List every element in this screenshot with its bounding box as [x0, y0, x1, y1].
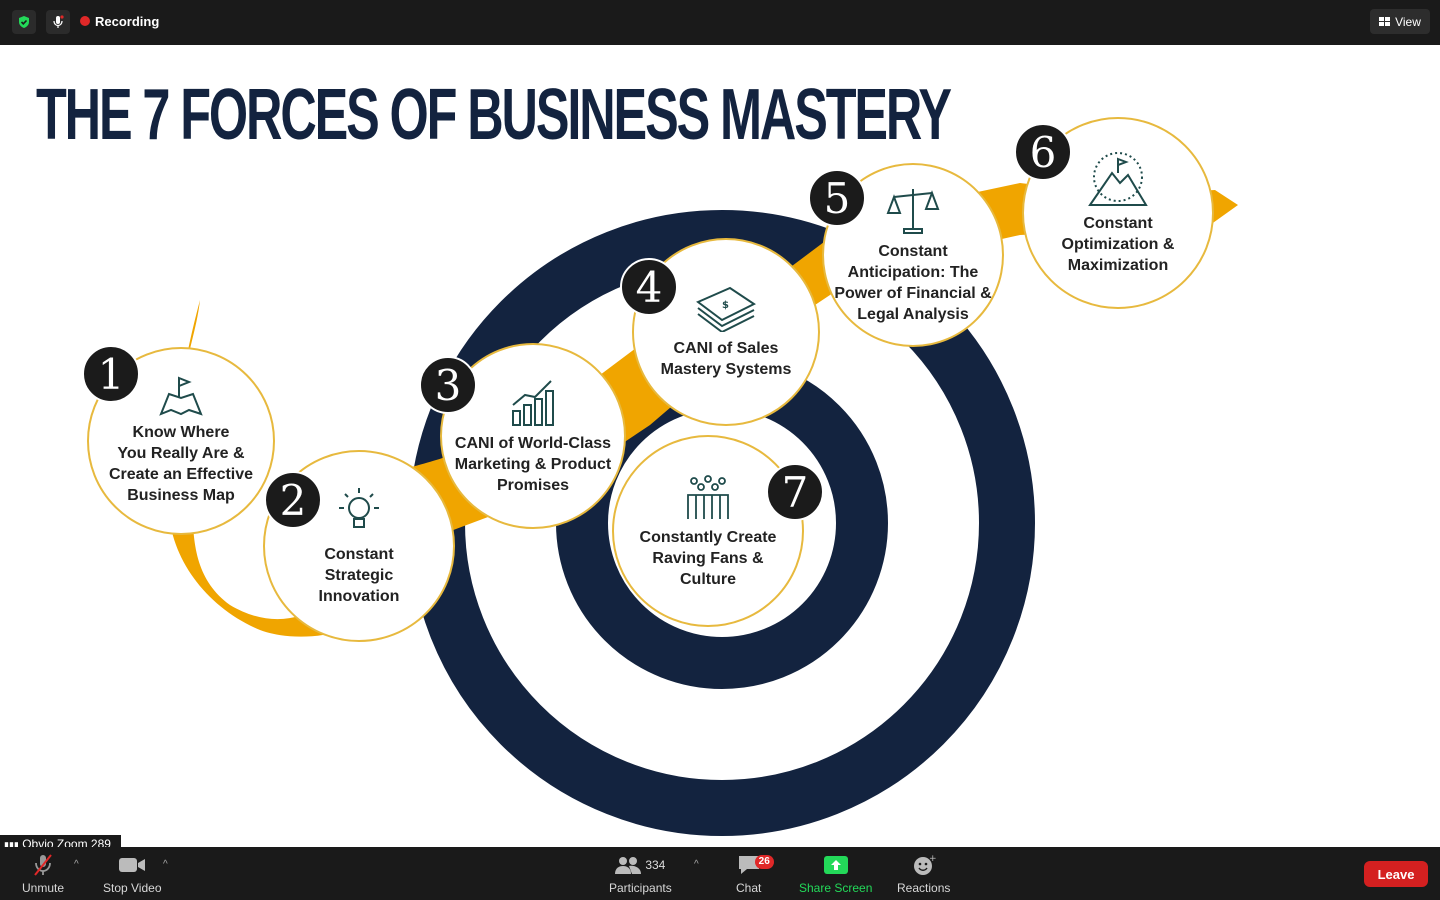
video-options-chevron-icon[interactable]: ^ — [163, 859, 168, 870]
chat-label: Chat — [736, 881, 762, 895]
force-3-line-3: Promises — [496, 476, 570, 494]
share-screen-button[interactable]: Share Screen — [799, 853, 872, 895]
scales-icon — [886, 189, 940, 234]
force-7-line-2: Raving Fans & — [652, 549, 764, 567]
force-6-label: Constant Optimization & Maximization — [1062, 213, 1175, 276]
reactions-smiley-icon: + — [913, 854, 936, 875]
force-1-label: Know Where You Really Are & Create an Ef… — [109, 422, 253, 506]
reactions-label: Reactions — [897, 881, 951, 895]
chat-button[interactable]: 26 Chat — [736, 853, 774, 895]
force-4-label: CANI of Sales Mastery Systems — [661, 338, 792, 380]
force-2-line-1: Constant — [324, 545, 394, 563]
force-4-line-2: Mastery Systems — [660, 361, 792, 378]
money-stack-icon: $ — [696, 286, 756, 332]
participant-nameplate: ▮▮▮ Obvio Zoom 289 — [0, 835, 121, 847]
svg-text:+: + — [929, 854, 936, 864]
participants-options-chevron-icon[interactable]: ^ — [694, 859, 699, 870]
view-label: View — [1395, 14, 1421, 29]
audio-status-icon[interactable] — [46, 10, 70, 34]
view-button[interactable]: View — [1370, 9, 1430, 34]
force-1-circle: Know Where You Really Are & Create an Ef… — [87, 347, 275, 535]
participant-name: Obvio Zoom 289 — [22, 837, 111, 847]
force-1-line-1: Know Where — [132, 424, 230, 441]
video-camera-icon — [119, 858, 146, 872]
stop-video-button[interactable]: Stop Video — [103, 853, 162, 895]
recording-indicator[interactable]: Recording — [76, 10, 159, 32]
participants-button[interactable]: 334 Participants — [609, 853, 672, 895]
growth-chart-icon — [512, 379, 554, 426]
force-6-line-1: Constant — [1083, 214, 1153, 232]
force-2-label: Constant Strategic Innovation — [319, 544, 400, 607]
force-3-line-1: CANI of World-Class — [454, 434, 612, 452]
force-1-line-2: You Really Are & — [117, 445, 245, 462]
force-7-circle: Constantly Create Raving Fans & Culture — [612, 435, 804, 627]
lightbulb-icon — [339, 487, 379, 528]
force-2-line-3: Innovation — [318, 587, 400, 605]
meeting-top-bar: Recording View — [0, 0, 1440, 45]
chat-bubble-icon — [738, 856, 759, 874]
grid-view-icon — [1379, 16, 1391, 26]
security-shield-icon[interactable] — [12, 10, 36, 34]
force-5-line-4: Legal Analysis — [857, 306, 969, 323]
chat-unread-badge: 26 — [754, 855, 774, 869]
unmute-button[interactable]: Unmute — [22, 853, 64, 895]
force-3-label: CANI of World-Class Marketing & Product … — [455, 433, 611, 496]
force-4-line-1: CANI of Sales — [673, 340, 779, 357]
stop-video-label: Stop Video — [103, 881, 162, 895]
reactions-button[interactable]: + Reactions — [897, 853, 950, 895]
force-3-line-2: Marketing & Product — [454, 455, 612, 473]
slide-title: THE 7 FORCES OF BUSINESS MASTERY — [36, 75, 952, 155]
force-2-line-2: Strategic — [324, 566, 394, 584]
signal-bars-icon: ▮▮▮ — [4, 840, 19, 847]
participants-label: Participants — [609, 881, 672, 895]
share-screen-label: Share Screen — [799, 881, 873, 895]
force-6-number: 6 — [1014, 123, 1072, 181]
force-1-number: 1 — [82, 345, 140, 403]
force-6-line-3: Maximization — [1067, 256, 1169, 274]
recording-label: Recording — [95, 13, 160, 29]
force-7-line-3: Culture — [679, 570, 736, 588]
mountain-flag-icon — [1088, 151, 1148, 206]
force-6-line-2: Optimization & — [1061, 235, 1175, 253]
force-7-number: 7 — [766, 463, 824, 521]
force-7-line-1: Constantly Create — [639, 528, 777, 546]
force-5-label: Constant Anticipation: The Power of Fina… — [834, 241, 991, 325]
force-5-line-3: Power of Financial & — [834, 285, 992, 302]
map-flag-icon — [159, 376, 203, 416]
muted-mic-icon — [34, 854, 52, 876]
participants-icon — [615, 857, 642, 874]
force-3-number: 3 — [419, 356, 477, 414]
force-1-line-4: Business Map — [127, 487, 235, 504]
people-group-icon — [687, 474, 729, 519]
shared-slide: THE 7 FORCES OF BUSINESS MASTERY Know Wh… — [0, 45, 1440, 847]
force-5-line-2: Anticipation: The — [847, 264, 979, 281]
leave-button[interactable]: Leave — [1364, 861, 1428, 887]
meeting-toolbar: Unmute ^ Stop Video ^ 334 Participants ^… — [0, 847, 1440, 900]
svg-text:$: $ — [722, 300, 729, 311]
force-5-number: 5 — [808, 169, 866, 227]
force-2-number: 2 — [264, 471, 322, 529]
force-7-label: Constantly Create Raving Fans & Culture — [640, 527, 777, 590]
participants-count: 334 — [645, 858, 666, 872]
unmute-label: Unmute — [22, 881, 65, 895]
force-1-line-3: Create an Effective — [108, 466, 254, 483]
recording-dot-icon — [80, 16, 90, 26]
share-screen-icon — [823, 856, 848, 874]
force-5-line-1: Constant — [878, 243, 948, 260]
audio-options-chevron-icon[interactable]: ^ — [74, 859, 79, 870]
force-4-number: 4 — [620, 258, 678, 316]
